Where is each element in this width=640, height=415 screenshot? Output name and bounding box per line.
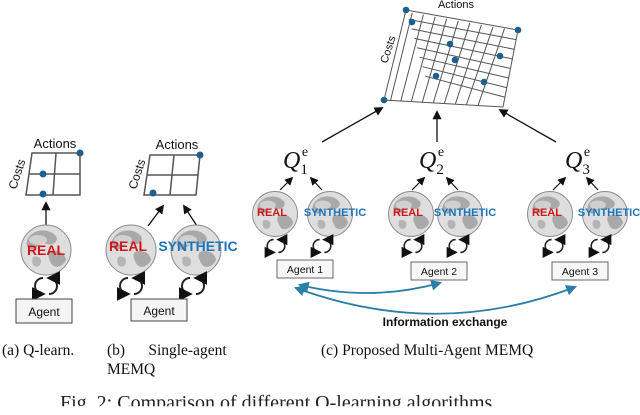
arrow-synthetic-to-q <box>184 206 197 226</box>
arrow <box>587 178 598 190</box>
caption-b-line2: MEMQ <box>107 361 155 379</box>
q-value-dot <box>40 171 47 178</box>
caption-c: (c) Proposed Multi-Agent MEMQ <box>321 342 533 360</box>
cycle-icon <box>591 240 609 253</box>
arrow <box>412 178 424 190</box>
agent-3-label: Agent 3 <box>562 266 598 278</box>
arrow <box>280 178 292 190</box>
real-label: REAL <box>109 238 148 254</box>
actions-label: Actions <box>34 136 77 151</box>
q-value-dot <box>77 150 84 157</box>
cycle-icon <box>404 240 422 253</box>
agent-label: Agent <box>28 305 60 319</box>
agent-label: Agent <box>143 304 175 318</box>
real-label: REAL <box>27 242 66 258</box>
arrow <box>311 178 322 190</box>
svg-text:Q3e: Q3e <box>565 145 590 178</box>
synthetic-label: SYNTHETIC <box>304 207 366 219</box>
svg-text:Q2e: Q2e <box>419 145 444 178</box>
information-exchange-label: Information exchange <box>383 315 508 329</box>
q-value-dot <box>40 191 47 198</box>
actions-label: Actions <box>156 137 199 152</box>
synthetic-label: SYNTHETIC <box>158 238 237 254</box>
real-label: REAL <box>393 207 423 219</box>
arrow <box>553 178 565 190</box>
q-table-grid-small <box>144 155 200 195</box>
agent-1-label: Agent 1 <box>287 264 323 276</box>
cycle-icon <box>545 240 563 253</box>
synthetic-label: SYNTHETIC <box>578 207 640 219</box>
cycle-icon <box>449 240 467 253</box>
arrow-q3-to-grid <box>500 110 556 142</box>
svg-text:Q1e: Q1e <box>283 145 308 178</box>
q-learning-comparison-figure: Actions Costs REAL Agent Actions Costs R… <box>0 0 640 405</box>
arrow <box>447 178 458 190</box>
cycle-icon <box>313 240 331 253</box>
panel-c-multi-agent-memq: Actions Costs Q1e Q2e Q3e REAL SYNTHETIC <box>253 0 640 329</box>
panel-b-single-agent-memq: Actions Costs REAL SYNTHETIC Agent <box>106 137 238 321</box>
cycle-icon <box>267 240 285 253</box>
arrow-q1-to-grid <box>322 108 382 142</box>
synthetic-label: SYNTHETIC <box>434 207 496 219</box>
real-label: REAL <box>257 207 287 219</box>
panel-a-q-learning: Actions Costs REAL Agent <box>6 136 84 323</box>
agent-2-label: Agent 2 <box>421 266 457 278</box>
caption-b-line1: (b) Single-agent <box>107 342 227 360</box>
arrow-real-to-q <box>148 206 163 226</box>
costs-label: Costs <box>6 157 29 191</box>
info-exchange-arrow-1-2 <box>300 283 440 293</box>
q-table-grid-small <box>26 153 80 195</box>
cycle-icon <box>182 278 204 294</box>
cycle-icon <box>120 278 142 294</box>
q-value-dot <box>150 190 157 197</box>
real-label: REAL <box>532 207 562 219</box>
caption-a: (a) Q-learn. <box>2 342 74 360</box>
figure-caption: Fig. 2: Comparison of different Q-learni… <box>60 392 492 415</box>
actions-label: Actions <box>438 0 475 11</box>
q2-label: Q2e <box>419 145 444 178</box>
q1-label: Q1e <box>283 145 308 178</box>
costs-label: Costs <box>378 34 398 65</box>
q-value-dot <box>197 152 204 159</box>
q3-label: Q3e <box>565 145 590 178</box>
cycle-icon <box>35 278 57 294</box>
